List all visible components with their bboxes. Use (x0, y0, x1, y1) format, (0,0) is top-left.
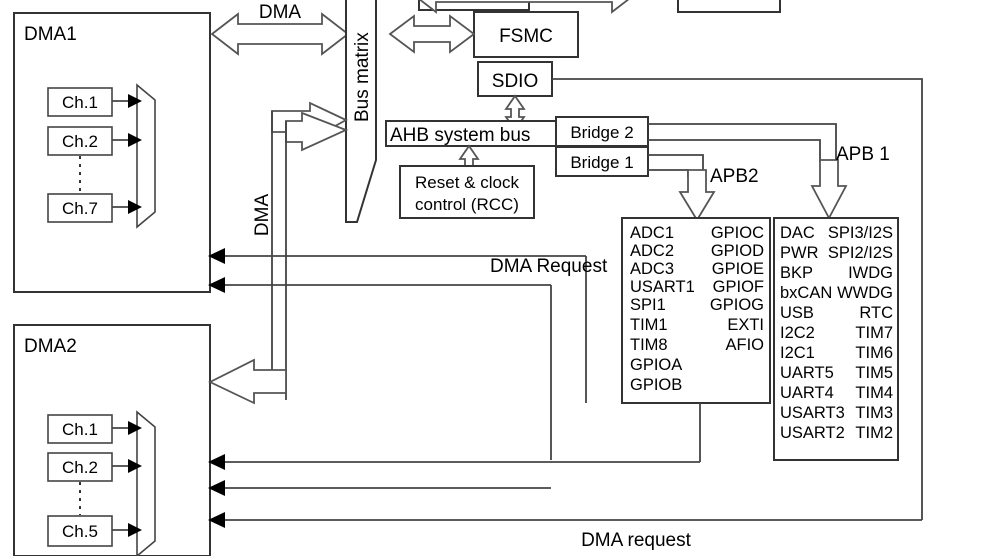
peripheral-label: TIM7 (855, 324, 893, 342)
fsmc-label: FSMC (499, 26, 553, 47)
dma-request-upper-label: DMA Request (490, 256, 608, 277)
dma2-channel-label: Ch.1 (62, 420, 98, 439)
peripheral-label: SPI1 (630, 296, 666, 314)
peripheral-label: TIM2 (855, 424, 893, 442)
apb2-peripherals-left: ADC1 ADC2 ADC3 USART1 SPI1 TIM1 TIM8 GPI… (630, 224, 695, 394)
dma2-channel-label: Ch.5 (62, 522, 98, 541)
apb2-arrow (678, 169, 716, 222)
peripheral-label: USART2 (780, 424, 845, 442)
ahb-system-bus-label: AHB system bus (390, 125, 530, 146)
dma-top-label: DMA (259, 2, 302, 23)
dma1-mux (136, 83, 156, 229)
peripheral-label: GPIOD (711, 242, 764, 260)
peripheral-label: TIM8 (630, 336, 668, 354)
peripheral-label: GPIOA (630, 356, 682, 374)
dma2-channel-box (47, 414, 113, 444)
bridge2-label: Bridge 2 (570, 123, 633, 142)
rcc-label-line2: control (RCC) (415, 195, 519, 214)
rcc-label-line1: Reset & clock (415, 173, 519, 192)
rcc-block (399, 165, 535, 219)
cropped-top-box-right (677, 0, 781, 13)
apb1-arrow (810, 159, 848, 220)
sdio-label: SDIO (492, 71, 538, 92)
peripheral-label: PWR (780, 244, 819, 262)
dma-request-arrowhead (208, 454, 225, 470)
dma2-channel-label: Ch.2 (62, 458, 98, 477)
peripheral-label: EXTI (727, 316, 764, 334)
peripheral-label: GPIOF (713, 278, 764, 296)
peripheral-label: GPIOG (710, 296, 764, 314)
peripheral-label: I2C2 (780, 324, 815, 342)
bus-matrix-label: Bus matrix (352, 32, 373, 122)
bridge1-apb2-wire-b (648, 169, 689, 177)
dma1-channel-label: Ch.1 (62, 93, 98, 112)
sdio-block (477, 61, 553, 97)
cropped-top-arrow (418, 0, 630, 14)
peripheral-label: USART3 (780, 404, 845, 422)
dma1-channel-box (47, 87, 113, 117)
dma2-mux (136, 410, 156, 556)
bridge1-apb2-wire (648, 154, 704, 173)
dma-vertical-label: DMA (252, 194, 273, 237)
peripheral-label: USART1 (630, 278, 695, 296)
dma1-label: DMA1 (24, 24, 77, 45)
fsmc-block (473, 11, 579, 58)
cropped-top-box-left (418, 0, 530, 11)
dma2-label: DMA2 (24, 336, 77, 357)
dma1-channel-box (47, 126, 113, 156)
dma-request-arrowhead (208, 512, 225, 528)
peripheral-label: TIM5 (855, 364, 893, 382)
peripheral-label: SPI3/I2S (828, 224, 893, 242)
dma2-channel-arrows (112, 421, 142, 537)
dma-request-arrowhead (208, 248, 225, 264)
dma2-incoming-hollow-arrow (207, 358, 287, 405)
dma-request-lower-label: DMA request (581, 530, 692, 551)
apb1-label: APB 1 (836, 144, 890, 165)
peripheral-label: WWDG (837, 284, 893, 302)
dma-request-arrowhead (208, 480, 225, 496)
apb2-label: APB2 (710, 166, 759, 187)
apb1-peripherals-right: SPI3/I2S SPI2/I2S IWDG WWDG RTC TIM7 TIM… (828, 224, 893, 442)
peripheral-label: GPIOE (712, 260, 764, 278)
peripheral-label: ADC2 (630, 242, 674, 260)
apb2-peripheral-block (621, 217, 771, 404)
peripheral-label: ADC1 (630, 224, 674, 242)
dma2-channel-box (47, 515, 113, 547)
dma1-channel-label: Ch.2 (62, 132, 98, 151)
peripheral-label: IWDG (848, 264, 893, 282)
dma1-channel-label: Ch.7 (62, 199, 98, 218)
peripheral-label: DAC (780, 224, 815, 242)
apb1-peripheral-block (773, 217, 899, 461)
peripheral-label: USB (780, 304, 814, 322)
dma1-channel-arrows (112, 94, 142, 214)
peripheral-label: ADC3 (630, 260, 674, 278)
peripheral-label: AFIO (725, 336, 764, 354)
peripheral-label: UART5 (780, 364, 834, 382)
bus-matrix-fsmc-arrow (388, 14, 476, 54)
peripheral-label: I2C1 (780, 344, 815, 362)
apb2-peripherals-right: GPIOC GPIOD GPIOE GPIOF GPIOG EXTI AFIO (710, 224, 764, 354)
peripheral-label: GPIOB (630, 376, 682, 394)
peripheral-label: TIM6 (855, 344, 893, 362)
peripheral-label: bxCAN (780, 284, 832, 302)
bridge2-apb1-wire (648, 123, 837, 160)
peripheral-label: TIM3 (855, 404, 893, 422)
peripheral-label: GPIOC (711, 224, 764, 242)
bridge1-label: Bridge 1 (570, 153, 633, 172)
peripheral-label: TIM4 (855, 384, 893, 402)
sdio-dma-request-wire (552, 78, 923, 520)
peripheral-label: RTC (859, 304, 893, 322)
bridge2-apb1-wire-b (648, 139, 821, 162)
bridge1-block (555, 146, 649, 177)
peripheral-label: SPI2/I2S (828, 244, 893, 262)
peripheral-label: BKP (780, 264, 813, 282)
apb1-peripherals-left: DAC PWR BKP bxCAN USB I2C2 I2C1 UART5 UA… (780, 224, 845, 442)
dma1-channel-box (47, 193, 113, 223)
dma2-channel-box (47, 452, 113, 482)
peripheral-label: UART4 (780, 384, 834, 402)
bridge2-block (555, 116, 649, 147)
dma-request-arrowhead (208, 277, 225, 293)
bus-matrix-block (345, 0, 377, 223)
peripheral-label: TIM1 (630, 316, 668, 334)
